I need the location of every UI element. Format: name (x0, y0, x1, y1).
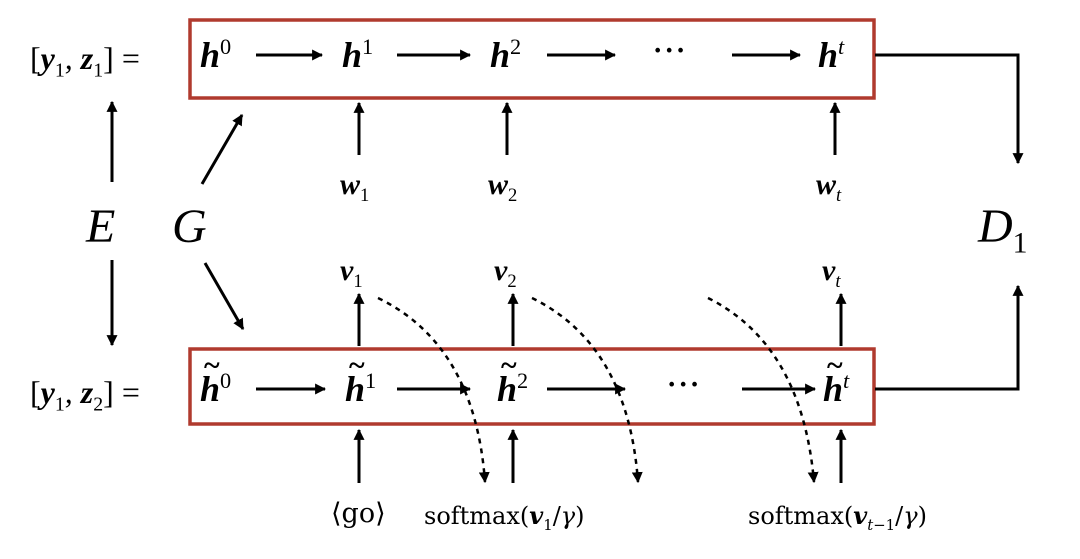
arrow-bottom-to-d1 (875, 284, 1024, 391)
arrow-g-bottom (203, 262, 245, 330)
dashed-v1-to-softmax (377, 296, 490, 484)
dashed-v2-to-next (531, 296, 643, 484)
node-h2-tilde: h2 (497, 351, 528, 407)
node-ht: ht (818, 34, 845, 75)
top-sequence-box (188, 18, 876, 100)
input-go: ⟨go⟩ (331, 498, 386, 529)
input-wt: wt (816, 168, 842, 206)
bottom-lhs-label: [y1, z2] = (30, 374, 140, 416)
input-softmax-vt-1: softmax(vt−1/γ) (748, 501, 927, 534)
node-h0-tilde: h0 (200, 351, 231, 407)
output-v2: v2 (494, 254, 517, 292)
bottom-sequence-box (188, 347, 876, 426)
dashed-prev-to-softmax-t (707, 296, 819, 484)
node-dots-bottom: ··· (666, 365, 701, 406)
input-w2: w2 (488, 168, 518, 206)
arrow-g-top (200, 114, 244, 185)
node-h0: h0 (200, 34, 232, 75)
label-generator: G (172, 200, 207, 253)
output-v1: v1 (340, 254, 363, 292)
label-discriminator: D1 (978, 200, 1028, 260)
node-h1: h1 (342, 34, 374, 75)
input-softmax-v1: softmax(v1/γ) (424, 501, 585, 534)
output-vt: vt (822, 254, 841, 292)
node-h1-tilde: h1 (345, 351, 376, 407)
node-h2: h2 (490, 34, 522, 75)
top-lhs-label: [y1, z1] = (30, 40, 140, 82)
node-ht-tilde: ht (823, 351, 849, 407)
label-encoder: E (86, 200, 116, 253)
input-w1: w1 (340, 168, 370, 206)
arrow-top-to-d1 (875, 53, 1024, 165)
node-dots-top: ··· (652, 31, 687, 72)
